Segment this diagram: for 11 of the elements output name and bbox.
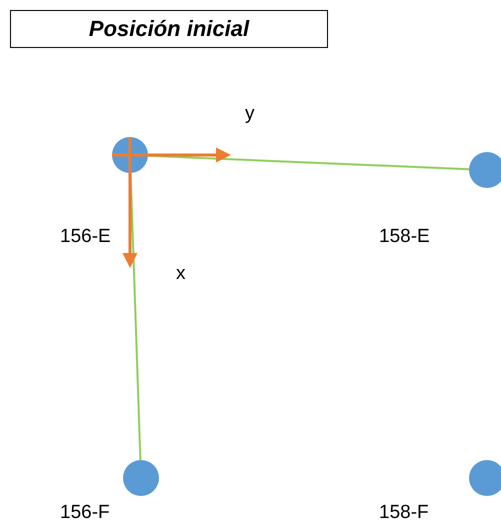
node-label: 156-E	[60, 226, 111, 248]
axis-label: y	[245, 103, 254, 125]
circle-node	[123, 460, 159, 496]
node-label: 158-F	[379, 502, 429, 523]
title-box: Posición inicial	[10, 10, 328, 48]
connector-line	[148, 154, 470, 170]
circle-node	[469, 152, 501, 188]
axis-label: x	[176, 263, 186, 285]
node-label: 158-E	[379, 226, 430, 248]
circle-node	[469, 460, 501, 496]
node-label: 156-F	[60, 502, 110, 523]
